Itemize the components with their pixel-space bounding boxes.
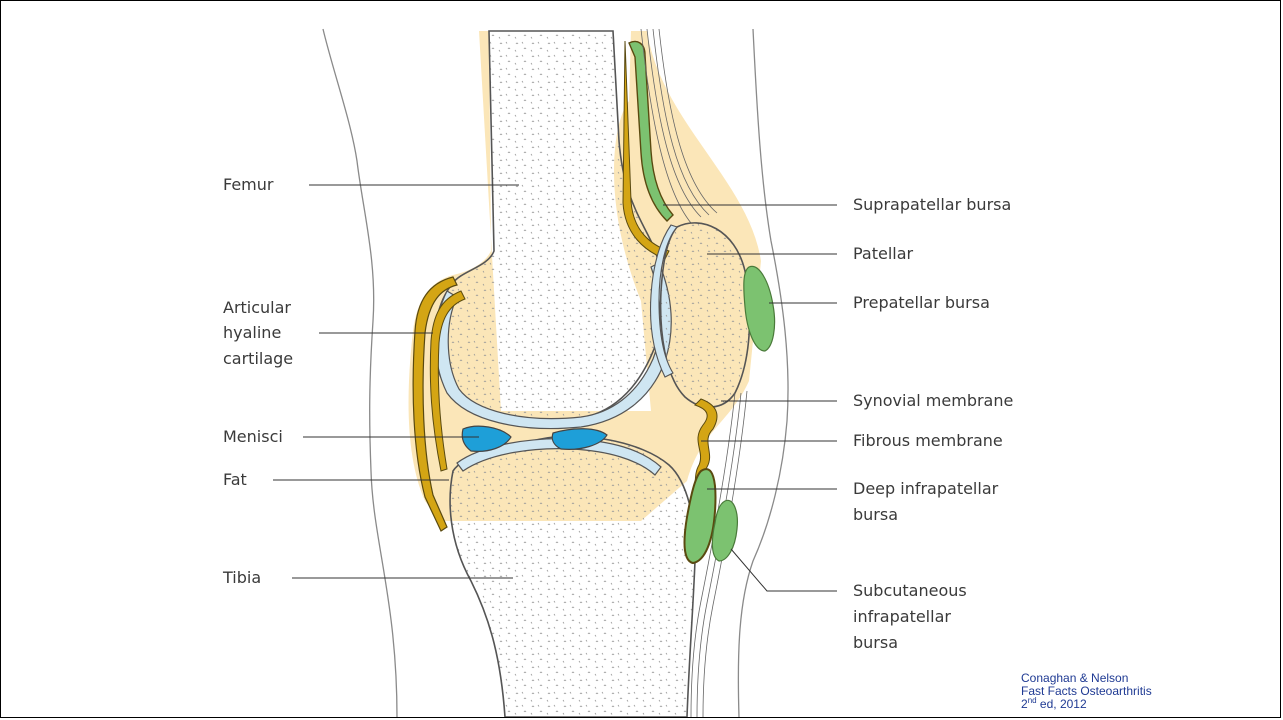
label-articular-line3: cartilage xyxy=(223,347,293,370)
label-prepatellar-bursa: Prepatellar bursa xyxy=(853,291,990,314)
citation-edition-year: ed, 2012 xyxy=(1037,697,1087,711)
label-suprapatellar-bursa: Suprapatellar bursa xyxy=(853,193,1011,216)
label-fibrous-membrane: Fibrous membrane xyxy=(853,429,1003,452)
label-articular-line2: hyaline xyxy=(223,321,281,344)
skin-outline-left xyxy=(323,29,397,717)
label-deep-infrapatellar-line1: Deep infrapatellar xyxy=(853,477,998,500)
citation: Conaghan & Nelson Fast Facts Osteoarthri… xyxy=(1021,672,1152,711)
label-subcutaneous-line3: bursa xyxy=(853,631,898,654)
label-subcutaneous-line1: Subcutaneous xyxy=(853,579,967,602)
label-synovial-membrane: Synovial membrane xyxy=(853,389,1013,412)
label-articular-line1: Articular xyxy=(223,296,291,319)
label-tibia: Tibia xyxy=(223,566,261,589)
patella-bone xyxy=(661,223,750,407)
citation-edition: 2nd ed, 2012 xyxy=(1021,698,1152,711)
label-deep-infrapatellar-line2: bursa xyxy=(853,503,898,526)
label-menisci: Menisci xyxy=(223,425,283,448)
label-subcutaneous-line2: infrapatellar xyxy=(853,605,951,628)
label-patellar: Patellar xyxy=(853,242,913,265)
citation-edition-number: 2 xyxy=(1021,697,1028,711)
citation-edition-suffix: nd xyxy=(1028,696,1037,705)
label-femur: Femur xyxy=(223,173,273,196)
tibia-bone xyxy=(450,436,695,717)
label-fat: Fat xyxy=(223,468,247,491)
